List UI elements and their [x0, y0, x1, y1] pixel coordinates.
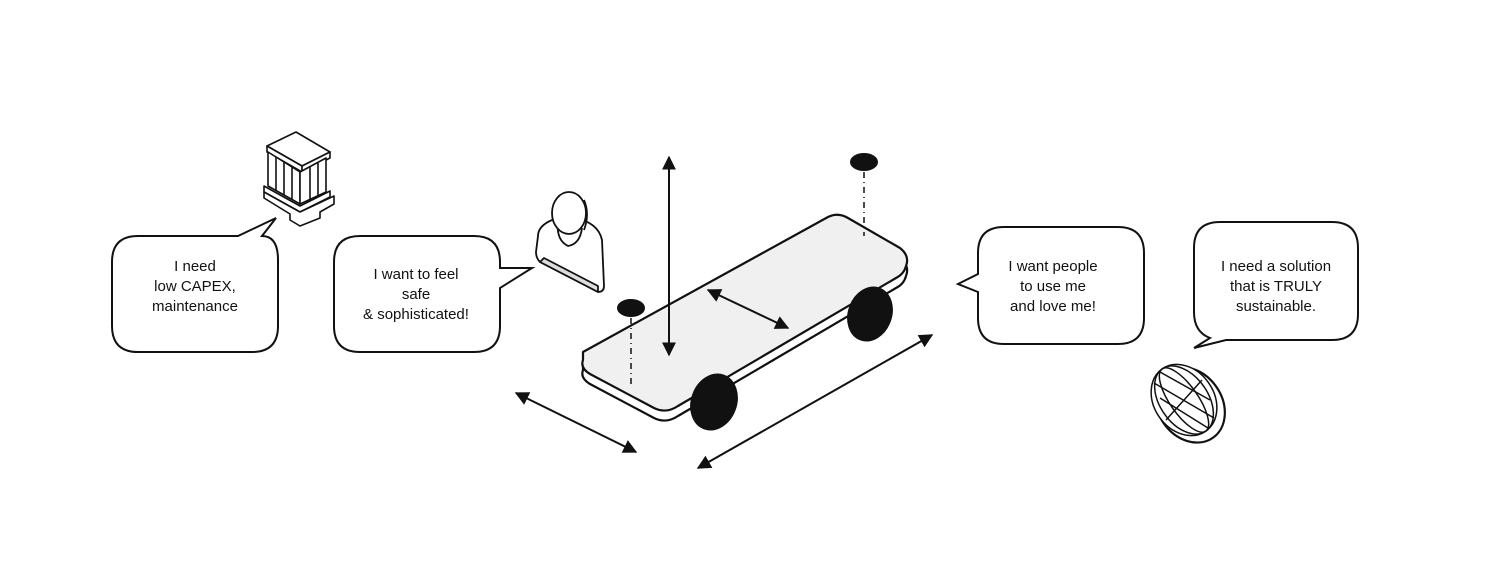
speech-bubble-bank: I need low CAPEX, maintenance: [111, 217, 279, 353]
bank-building-icon: [263, 131, 335, 227]
bubble-vehicle-line-2: to use me: [1020, 278, 1086, 295]
sensor-front: [617, 299, 645, 386]
speech-bubble-vehicle: I want people to use me and love me!: [955, 226, 1145, 345]
bubble-vehicle-line-3: and love me!: [1010, 298, 1096, 315]
width-dimension-arrow: [514, 392, 638, 453]
bubble-bank-line-1: I need: [174, 258, 216, 275]
vehicle-platform-icon: [581, 213, 909, 431]
speech-bubble-person-outline: [333, 235, 536, 353]
speech-bubble-planet-outline: [1193, 221, 1359, 349]
bubble-planet-line-1: I need a solution: [1221, 258, 1331, 275]
globe-icon: [1150, 363, 1226, 444]
bubble-person-line-1: I want to feel: [373, 266, 458, 283]
bubble-bank-line-3: maintenance: [152, 298, 238, 315]
speech-bubble-bank-outline: [111, 217, 279, 353]
bubble-planet-line-3: sustainable.: [1236, 298, 1316, 315]
inner-width-arrow: [706, 289, 790, 329]
speech-bubble-person: I want to feel safe & sophisticated!: [333, 235, 536, 353]
user-bust-icon: [535, 191, 605, 293]
bubble-planet-line-2: that is TRULY: [1230, 278, 1322, 295]
sensor-rear: [850, 153, 878, 236]
bubble-vehicle-line-1: I want people: [1008, 258, 1097, 275]
length-dimension-arrow: [696, 334, 934, 469]
bubble-person-line-2: safe: [402, 286, 430, 303]
speech-bubble-vehicle-outline: [955, 226, 1145, 345]
bubble-bank-line-2: low CAPEX,: [154, 278, 236, 295]
bubble-person-line-3: & sophisticated!: [363, 306, 469, 323]
speech-bubble-planet: I need a solution that is TRULY sustaina…: [1193, 221, 1359, 349]
